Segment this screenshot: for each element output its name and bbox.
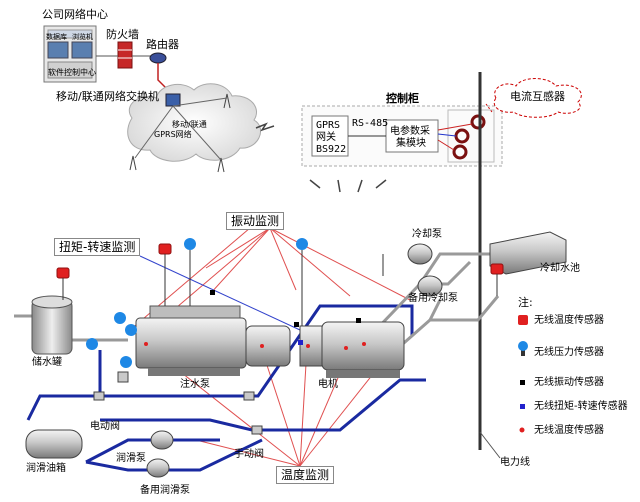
injection-pump-icon <box>135 305 291 376</box>
gprs-line3: BS922 <box>316 144 347 155</box>
sensor-stems <box>62 250 498 326</box>
module-line2: 集模块 <box>396 138 426 149</box>
legend-item-label: 无线振动传感器 <box>534 377 604 388</box>
wireless-signal-icon <box>309 179 387 193</box>
power-line-label: 电力线 <box>500 457 530 468</box>
company-center-label: 公司网络中心 <box>42 8 108 21</box>
vibration-sensor-icon <box>210 290 361 327</box>
gprs-line1: GPRS <box>316 120 341 131</box>
torque-speed-monitor-label: 扭矩-转速监测 <box>54 238 141 256</box>
cooling-pool-icon <box>489 231 567 275</box>
lube-pump-icon <box>146 430 174 478</box>
firewall-label: 防火墙 <box>106 28 139 41</box>
pressure-sensor-icon <box>86 238 308 368</box>
cabinet-title: 控制柜 <box>386 92 419 105</box>
cell-tower-icon <box>129 93 231 173</box>
legend-title: 注: <box>518 296 533 309</box>
manual-valve-label: 手动阀 <box>234 449 264 460</box>
valve-icon <box>93 371 263 435</box>
lube-pump-label: 润滑泵 <box>116 453 146 464</box>
legend-swatches <box>518 315 528 433</box>
callout-cloud <box>493 78 582 118</box>
coupling-icon <box>299 325 323 367</box>
browser-label: 浏览机 <box>72 33 93 41</box>
temperature-sensor-icon <box>56 243 504 279</box>
router-icon <box>149 52 167 64</box>
network-cloud <box>127 83 261 162</box>
injection-pump-label: 注水泵 <box>180 379 210 390</box>
cooling-pump-icon <box>407 243 443 297</box>
motor-label: 电机 <box>318 379 338 390</box>
legend-item-label: 无线温度传感器 <box>534 315 604 326</box>
water-tank-label: 储水罐 <box>32 357 62 368</box>
cloud-text-2: GPRS网络 <box>154 130 192 139</box>
lube-tank-label: 润滑油箱 <box>26 463 66 474</box>
current-transformer-label: 电流互感器 <box>510 90 565 103</box>
motor-icon <box>321 321 405 378</box>
firewall-icon <box>117 41 133 69</box>
router-label: 路由器 <box>146 38 179 51</box>
legend-item-label: 无线温度传感器 <box>534 425 604 436</box>
lube-tank-icon <box>25 429 83 459</box>
torque-sensor-icon <box>298 340 303 345</box>
rs485-label: RS-485 <box>352 118 389 129</box>
water-tank-icon <box>31 295 73 355</box>
company-building-icon <box>43 25 97 83</box>
cooling-pump-label: 冷却泵 <box>412 229 442 240</box>
db-label: 数据库 <box>46 33 67 41</box>
backup-cooling-pump-label: 备用冷却泵 <box>408 293 458 304</box>
temperature-monitor-label: 温度监测 <box>276 466 335 484</box>
legend-item-label: 无线扭矩-转速传感器 <box>534 401 628 412</box>
cooling-pool-label: 冷却水池 <box>540 263 580 274</box>
legend-item-label: 无线压力传感器 <box>534 347 604 358</box>
software-center-label: 软件控制中心 <box>48 68 96 77</box>
electric-valve-label: 电动阀 <box>90 421 120 432</box>
vibration-monitor-label: 振动监测 <box>226 212 285 230</box>
backup-lube-pump-label: 备用润滑泵 <box>140 485 190 496</box>
module-line1: 电参数采 <box>390 126 430 137</box>
temperature-point-icon <box>144 342 366 350</box>
cloud-text-1: 移动/联通 <box>172 120 207 129</box>
gprs-line2: 网关 <box>316 132 336 143</box>
network-switch-icon <box>165 93 181 107</box>
mobile-unicom-label: 移动/联通 <box>56 90 104 103</box>
network-switch-label: 网络交换机 <box>104 90 159 103</box>
